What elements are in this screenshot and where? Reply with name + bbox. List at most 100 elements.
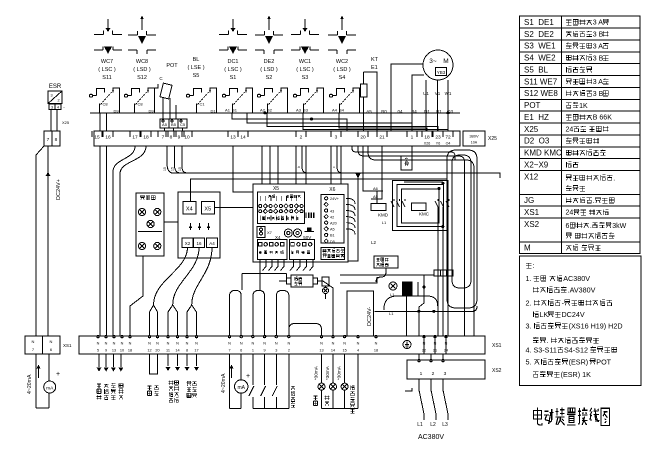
svg-text:15: 15 <box>163 167 167 171</box>
svg-text:O3: O3 <box>447 109 454 114</box>
svg-text:C8: C8 <box>102 102 108 107</box>
svg-text:L1: L1 <box>382 220 387 225</box>
svg-text:( LSD ): ( LSD ) <box>260 67 278 73</box>
svg-text:15: 15 <box>178 167 182 171</box>
svg-text:8: 8 <box>55 137 58 143</box>
svg-text:POT: POT <box>524 101 541 110</box>
svg-text:15: 15 <box>342 349 346 353</box>
svg-text:N: N <box>97 342 100 346</box>
svg-text:B1: B1 <box>436 109 442 114</box>
svg-text:L2: L2 <box>371 240 377 245</box>
svg-text:3: 3 <box>50 94 52 98</box>
svg-text:5: 5 <box>97 349 99 353</box>
svg-text:( LSC ): ( LSC ) <box>296 67 314 73</box>
svg-text:42: 42 <box>330 215 334 219</box>
svg-text:(ESR): (ESR) <box>569 358 589 367</box>
svg-text:C1: C1 <box>199 102 205 107</box>
svg-text:c: c <box>332 166 336 168</box>
svg-text:S4 WE2: S4 WE2 <box>524 54 556 63</box>
svg-text:50V: 50V <box>303 235 311 240</box>
svg-text:A5: A5 <box>366 109 372 114</box>
svg-text:2: 2 <box>300 135 303 141</box>
svg-text:( LSD ): ( LSD ) <box>333 67 351 73</box>
svg-text:X4: X4 <box>275 235 281 240</box>
svg-text:S3 WE1: S3 WE1 <box>524 42 556 51</box>
svg-text:B5: B5 <box>171 122 177 127</box>
svg-text:N: N <box>228 342 231 346</box>
svg-text:L1: L1 <box>390 292 395 297</box>
svg-text:A5: A5 <box>330 228 335 232</box>
svg-text:6: 6 <box>50 347 53 352</box>
svg-text:9: 9 <box>105 349 107 353</box>
svg-text:L3: L3 <box>442 422 448 428</box>
svg-text:18: 18 <box>128 349 132 353</box>
svg-text:N: N <box>240 342 243 346</box>
svg-text:( LSC ): ( LSC ) <box>98 67 116 73</box>
svg-text:N: N <box>275 342 278 346</box>
svg-text:mA: mA <box>46 385 54 391</box>
svg-text:B3: B3 <box>303 108 309 113</box>
svg-text:N: N <box>50 339 53 344</box>
svg-text:3 A: 3 A <box>593 43 603 50</box>
svg-text:YB3: YB3 <box>437 70 446 75</box>
svg-text:WC2: WC2 <box>336 59 348 65</box>
svg-text:21: 21 <box>379 135 385 141</box>
svg-text:S5 BL: S5 BL <box>524 65 549 74</box>
svg-text:15: 15 <box>171 167 175 171</box>
svg-text:72: 72 <box>445 135 451 141</box>
svg-text:X5: X5 <box>273 186 279 192</box>
svg-text:.: . <box>613 175 615 182</box>
svg-text:7: 7 <box>32 347 35 352</box>
svg-text:13: 13 <box>112 349 116 353</box>
svg-text:N: N <box>156 342 159 346</box>
svg-text:S11 WE7: S11 WE7 <box>524 77 558 86</box>
svg-text:6: 6 <box>566 223 570 230</box>
svg-text:B1: B1 <box>330 234 335 238</box>
svg-text:3 B: 3 B <box>593 91 604 98</box>
svg-text:3 A: 3 A <box>593 79 603 86</box>
svg-text:1: 1 <box>411 135 414 141</box>
svg-text:380V: 380V <box>469 134 479 139</box>
svg-text:A4: A4 <box>209 241 215 246</box>
svg-text:2: 2 <box>288 349 290 353</box>
svg-text:N: N <box>105 342 108 346</box>
svg-text:24: 24 <box>566 210 574 217</box>
svg-text:13: 13 <box>319 349 323 353</box>
svg-text:WC1: WC1 <box>299 59 311 65</box>
svg-text:N: N <box>186 342 189 346</box>
svg-text:S3: S3 <box>302 75 309 81</box>
svg-text:6: 6 <box>240 349 242 353</box>
svg-text:M: M <box>443 58 448 65</box>
svg-text:A3: A3 <box>296 108 302 113</box>
svg-text:18: 18 <box>374 349 378 353</box>
svg-text:N: N <box>176 342 179 346</box>
svg-text:12: 12 <box>147 349 151 353</box>
svg-text:X2~X9: X2~X9 <box>524 160 549 169</box>
svg-text:O4: O4 <box>446 142 451 146</box>
svg-text:D2 O3: D2 O3 <box>524 137 550 146</box>
svg-text:15: 15 <box>94 135 100 141</box>
svg-text:.AV380V: .AV380V <box>568 286 596 295</box>
svg-text:KT: KT <box>371 57 379 63</box>
svg-text:24: 24 <box>566 127 574 134</box>
svg-text:( LSE ): ( LSE ) <box>187 65 204 71</box>
svg-text:JG: JG <box>524 196 534 205</box>
svg-text:mA: mA <box>237 385 245 391</box>
svg-text:B 66K: B 66K <box>593 115 612 122</box>
svg-text:16: 16 <box>105 135 111 141</box>
svg-text:A5: A5 <box>162 122 168 127</box>
svg-text:8: 8 <box>186 349 188 353</box>
svg-text:N: N <box>129 342 132 346</box>
svg-text:DC24V: DC24V <box>561 310 584 319</box>
svg-text:9: 9 <box>264 349 266 353</box>
svg-text:04: 04 <box>397 109 403 114</box>
svg-text:.: . <box>593 198 595 205</box>
svg-text:X26: X26 <box>424 142 430 146</box>
svg-text:1: 1 <box>252 349 254 353</box>
svg-text:POT: POT <box>596 358 611 367</box>
svg-text:A20: A20 <box>330 222 337 226</box>
svg-text:DC24V+: DC24V+ <box>56 179 62 200</box>
svg-text:20: 20 <box>360 135 366 141</box>
svg-text:S12: S12 <box>137 75 147 81</box>
svg-text:XS1: XS1 <box>524 208 540 217</box>
